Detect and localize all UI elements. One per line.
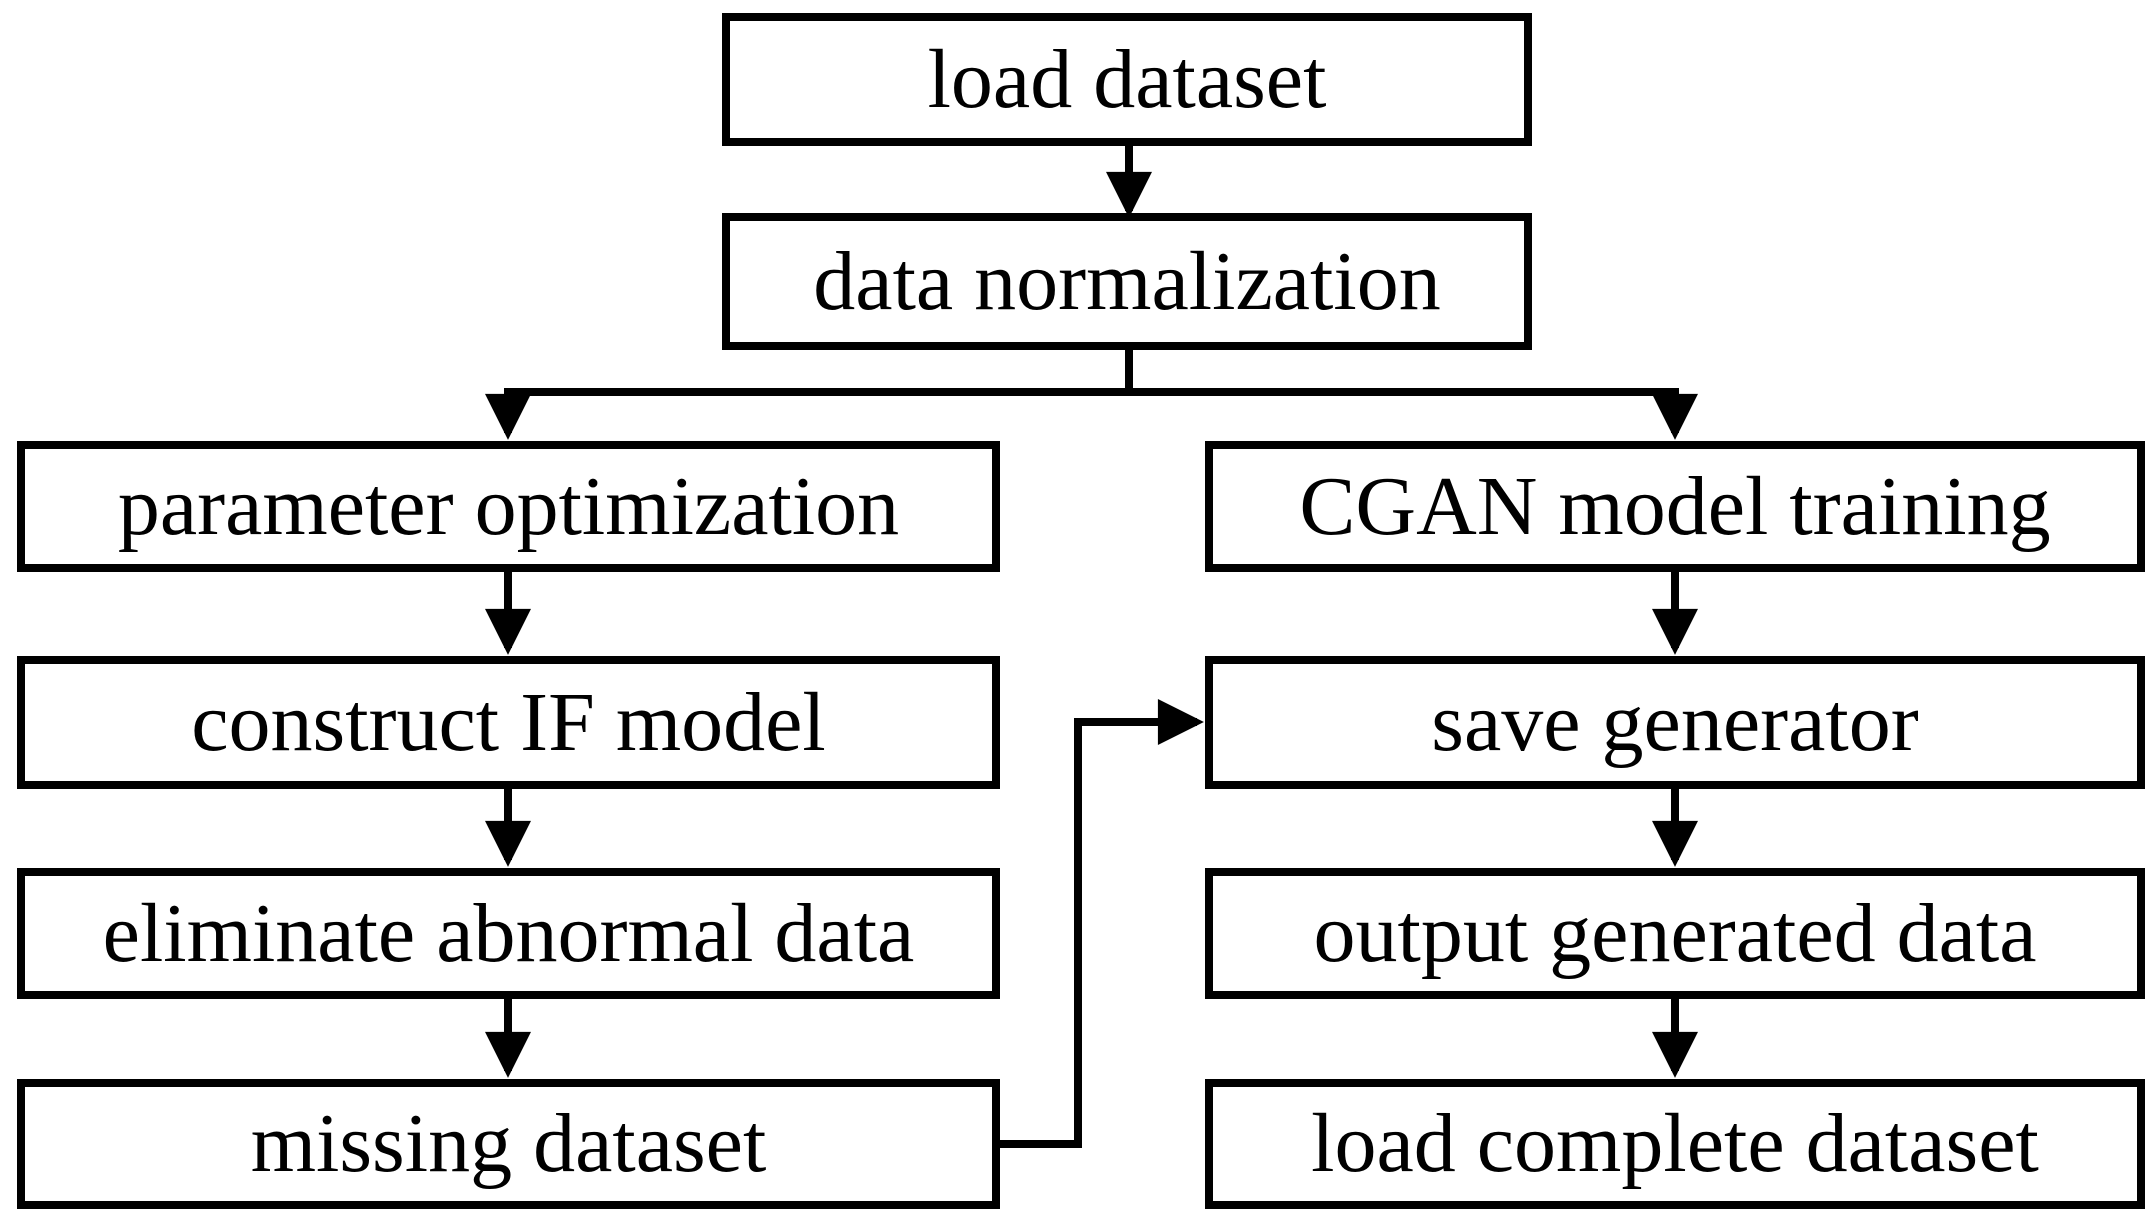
node-cgan-model-training: CGAN model training: [1205, 441, 2145, 572]
node-save-generator: save generator: [1205, 656, 2145, 789]
node-parameter-optimization: parameter optimization: [17, 441, 1000, 572]
node-load-dataset: load dataset: [722, 13, 1532, 146]
edge-missing-dataset-to-save-generator: [996, 699, 1204, 1148]
node-construct-if-model: construct IF model: [17, 656, 1000, 789]
node-eliminate-abnormal-data: eliminate abnormal data: [17, 868, 1000, 999]
node-missing-dataset: missing dataset: [17, 1079, 1000, 1209]
node-data-normalization: data normalization: [722, 213, 1532, 350]
node-output-generated-data: output generated data: [1205, 868, 2145, 999]
node-load-complete-dataset: load complete dataset: [1205, 1079, 2145, 1209]
